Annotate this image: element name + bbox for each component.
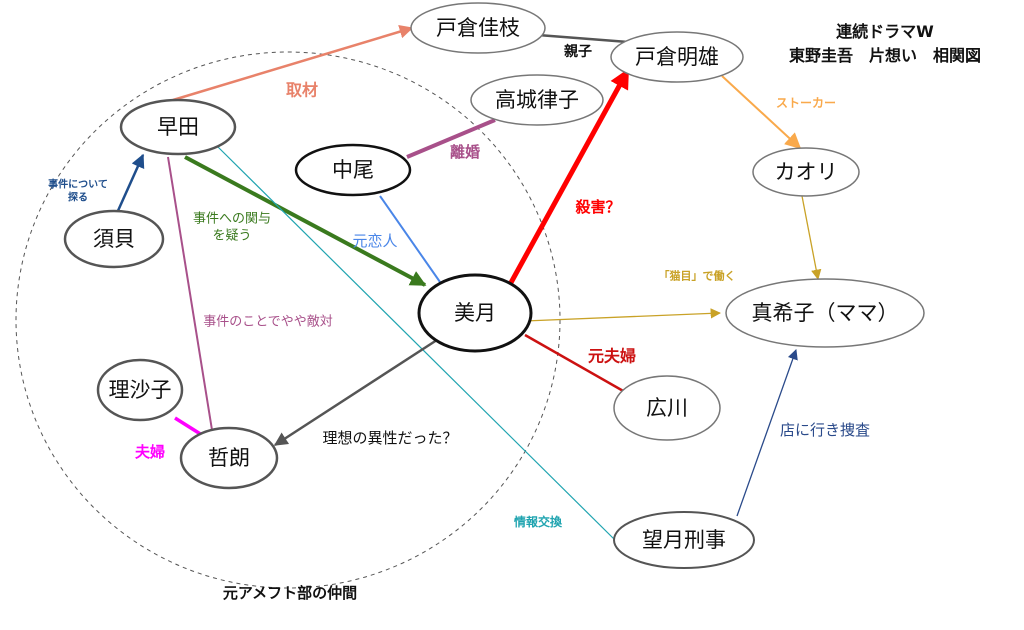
node-ellipse xyxy=(96,358,184,422)
node-ellipse xyxy=(610,31,744,83)
node-risako[interactable]: 理沙子 xyxy=(96,358,184,422)
edge-label-nekome: 「猫目」で働く xyxy=(659,269,736,283)
title-line-1: 連続ドラマW xyxy=(836,22,934,41)
node-ellipse xyxy=(179,426,279,490)
edge-label-motofufu: 元夫婦 xyxy=(588,347,636,366)
edge-motofufu xyxy=(524,333,626,394)
node-name: 高城律子 xyxy=(495,88,579,112)
edge-satsugai xyxy=(505,68,631,290)
node-makiko[interactable]: 真希子（ママ） xyxy=(725,278,925,348)
edge-motokoibito xyxy=(379,195,441,283)
edge-label-motokoibito: 元恋人 xyxy=(352,232,397,250)
node-ellipse xyxy=(63,209,165,269)
diagram-title: 連続ドラマW 東野圭吾 片想い 相関図 xyxy=(760,20,1010,68)
edge-label-johokokan: 情報交換 xyxy=(514,514,563,529)
edge-label-rikon: 離婚 xyxy=(450,143,480,161)
edge-saguru xyxy=(115,153,145,214)
node-sugai[interactable]: 須貝 xyxy=(63,209,165,269)
node-ellipse xyxy=(613,375,721,441)
edge-johokokan xyxy=(217,146,616,541)
edge-label-oyako: 親子 xyxy=(564,43,592,60)
node-ellipse xyxy=(752,147,860,197)
edge-kaori-makiko xyxy=(801,195,822,281)
node-ellipse xyxy=(613,511,755,569)
edge-utagau xyxy=(184,155,427,287)
node-name: 望月刑事 xyxy=(642,528,726,552)
edge-riso xyxy=(273,336,441,447)
node-tetsuro[interactable]: 哲朗 xyxy=(179,426,279,490)
node-name: 戸倉佳枝 xyxy=(436,16,520,40)
node-name: 広川 xyxy=(646,396,688,420)
node-ellipse xyxy=(294,143,412,197)
node-mitsuki[interactable]: 美月 xyxy=(417,273,533,353)
node-name: 須貝 xyxy=(93,227,135,251)
node-name: 美月 xyxy=(454,301,496,325)
edge-label-fufu: 夫婦 xyxy=(135,443,165,461)
edge-label-utagau: を疑う xyxy=(212,228,251,244)
edge-label-tekitai: 事件のことでやや敵対 xyxy=(203,314,333,330)
node-hayata[interactable]: 早田 xyxy=(119,98,237,156)
edge-shuzai xyxy=(172,24,414,102)
edge-label-riso: 理想の異性だった？ xyxy=(322,429,457,447)
node-ritsuko[interactable]: 高城律子 xyxy=(470,74,604,126)
node-name: 哲朗 xyxy=(208,446,250,470)
node-ellipse xyxy=(417,273,533,353)
node-name: カオリ xyxy=(775,160,838,184)
edge-label-satsugai: 殺害？ xyxy=(574,198,620,216)
node-hirokawa[interactable]: 広川 xyxy=(613,375,721,441)
node-kaori[interactable]: カオリ xyxy=(752,147,860,197)
edge-fufu xyxy=(174,416,203,437)
node-name: 戸倉明雄 xyxy=(635,45,719,69)
edge-stalker xyxy=(721,75,802,150)
edge-label-sosa: 店に行き捜査 xyxy=(780,421,870,439)
node-nakao[interactable]: 中尾 xyxy=(294,143,412,197)
group-label: 元アメフト部の仲間 xyxy=(223,584,357,602)
node-kae[interactable]: 戸倉佳枝 xyxy=(410,2,546,54)
node-ellipse xyxy=(725,278,925,348)
node-name: 中尾 xyxy=(332,158,374,182)
edge-label-utagau: 事件への関与 xyxy=(193,212,271,227)
node-name: 早田 xyxy=(157,115,199,139)
node-ellipse xyxy=(470,74,604,126)
node-name: 真希子（ママ） xyxy=(752,301,899,325)
edge-tekitai xyxy=(167,156,213,431)
node-ellipse xyxy=(410,2,546,54)
edge-label-stalker: ストーカー xyxy=(776,96,836,110)
node-name: 理沙子 xyxy=(109,378,172,402)
edge-label-shuzai: 取材 xyxy=(286,81,318,100)
edge-nekome xyxy=(524,308,722,322)
edge-rikon xyxy=(406,118,496,159)
edge-sosa xyxy=(736,349,798,517)
title-line-2: 東野圭吾 片想い 相関図 xyxy=(788,46,981,65)
edge-label-saguru: 事件について xyxy=(48,178,108,191)
node-akio[interactable]: 戸倉明雄 xyxy=(610,31,744,83)
node-mochizuki[interactable]: 望月刑事 xyxy=(613,511,755,569)
node-ellipse xyxy=(119,98,237,156)
edge-label-saguru: 探る xyxy=(68,191,88,204)
edge-oyako xyxy=(537,33,629,44)
